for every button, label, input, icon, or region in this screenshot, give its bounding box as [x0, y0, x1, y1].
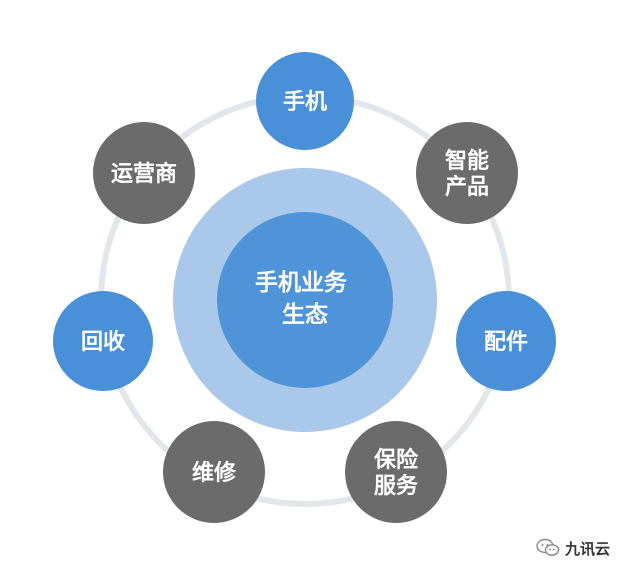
- node-recycle-circle: [53, 291, 153, 391]
- center-label-line-2: 生态: [282, 301, 328, 328]
- node-carrier-label-line-1: 运营商: [111, 161, 177, 187]
- node-insurance-label-line-2: 服务: [374, 474, 419, 499]
- wechat-icon: [536, 538, 560, 556]
- node-carrier-label: 运营商: [111, 161, 177, 187]
- node-insurance-label-line-1: 保险: [373, 447, 419, 473]
- center-core: [217, 212, 393, 388]
- node-repair: 维修: [163, 421, 265, 523]
- node-smart-products: 智能产品: [416, 122, 518, 224]
- node-smart-products-label-line-1: 智能: [445, 148, 489, 174]
- node-carrier: 运营商: [93, 122, 195, 224]
- node-insurance-label: 保险服务: [373, 447, 419, 499]
- center-label-line-1: 手机业务: [255, 270, 348, 296]
- node-smart-products-label-line-2: 产品: [445, 175, 489, 200]
- node-accessories-label: 配件: [484, 330, 528, 355]
- node-recycle-label: 回收: [81, 329, 125, 355]
- node-repair-circle: [163, 421, 265, 523]
- node-repair-label-line-1: 维修: [192, 460, 237, 486]
- node-smart-products-label: 智能产品: [445, 148, 489, 200]
- node-repair-label: 维修: [192, 460, 237, 486]
- node-insurance-circle: [345, 421, 447, 523]
- center-label: 手机业务 生态: [255, 270, 355, 328]
- node-accessories-label-line-1: 配件: [484, 330, 528, 355]
- node-accessories-circle: [456, 291, 556, 391]
- node-phone-label-line-1: 手机: [283, 90, 327, 115]
- node-phone-label: 手机: [283, 90, 327, 115]
- node-recycle-label-line-1: 回收: [81, 329, 125, 355]
- node-smart-products-circle: [416, 122, 518, 224]
- node-insurance: 保险服务: [345, 421, 447, 523]
- watermark: 九讯云: [536, 536, 610, 560]
- node-recycle: 回收: [53, 291, 153, 391]
- node-phone-circle: [256, 52, 354, 150]
- watermark-text: 九讯云: [565, 539, 611, 558]
- node-accessories: 配件: [456, 291, 556, 391]
- node-carrier-circle: [93, 122, 195, 224]
- node-phone: 手机: [256, 52, 354, 150]
